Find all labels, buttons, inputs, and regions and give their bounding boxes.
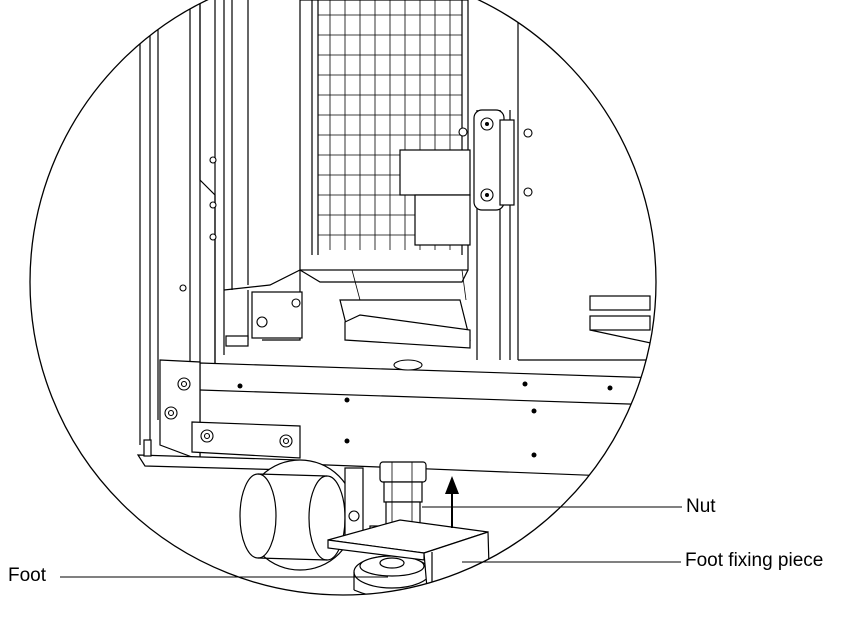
- lower-front-panel: [223, 269, 471, 349]
- foot-fixing-piece-label: Foot fixing piece: [685, 550, 824, 571]
- right-side-bracket: [518, 295, 656, 361]
- detail-circle-outline: [29, 0, 657, 596]
- foot-label: Foot: [8, 565, 47, 586]
- nut-label: Nut: [686, 496, 716, 517]
- foot-fixing-piece: [327, 519, 561, 595]
- door-hinge: [458, 0, 533, 360]
- fan-grille-module: [299, 0, 471, 283]
- caster-wheel: [239, 459, 364, 571]
- adjustment-arrow: [445, 476, 459, 528]
- left-frame-rails: [139, 0, 249, 445]
- base-beam: [199, 359, 656, 479]
- detail-view: [136, 0, 656, 595]
- left-corner-bracket: [136, 359, 302, 471]
